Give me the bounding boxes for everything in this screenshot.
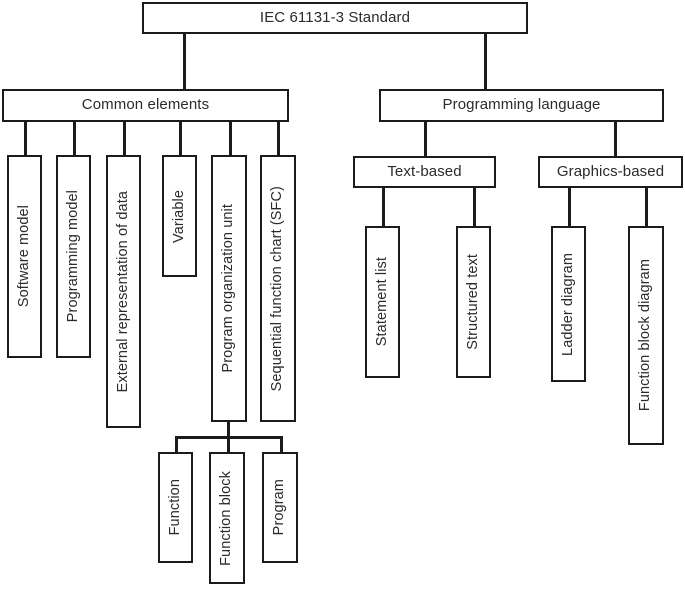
- connector-graphics-based-to-function-block-diagram: [645, 187, 648, 227]
- node-programming-language[interactable]: Programming language: [379, 89, 664, 122]
- connector-common-to-program-organization-unit: [229, 121, 232, 156]
- connector-pou-to-function-block: [227, 436, 230, 453]
- node-iec-standard[interactable]: IEC 61131-3 Standard: [142, 2, 528, 34]
- connector-graphics-based-to-ladder-diagram: [568, 187, 571, 227]
- connector-common-to-programming-model: [73, 121, 76, 156]
- node-label: Programming model: [64, 190, 81, 323]
- node-label: Programming language: [442, 96, 601, 114]
- node-sequential-function-chart[interactable]: Sequential function chart (SFC): [260, 155, 296, 422]
- connector-pou-to-function: [175, 436, 178, 453]
- connector-language-to-text-based: [424, 121, 427, 157]
- node-label: External representation of data: [114, 190, 131, 393]
- node-label: Statement list: [373, 257, 390, 347]
- node-label: Program: [271, 479, 288, 536]
- node-label: Program organization unit: [220, 204, 237, 373]
- node-label: Text-based: [387, 162, 462, 180]
- node-text-based[interactable]: Text-based: [353, 156, 496, 188]
- node-label: Sequential function chart (SFC): [269, 185, 286, 392]
- node-program-organization-unit[interactable]: Program organization unit: [211, 155, 247, 422]
- node-external-representation-of-data[interactable]: External representation of data: [106, 155, 141, 428]
- connector-root-to-programming-language: [484, 32, 487, 90]
- node-label: Variable: [170, 189, 187, 243]
- node-label: Function block: [218, 470, 235, 566]
- node-function-block[interactable]: Function block: [209, 452, 245, 584]
- node-label: Function: [166, 479, 183, 536]
- connector-pou-to-program: [280, 436, 283, 453]
- connector-text-based-to-statement-list: [382, 187, 385, 227]
- node-graphics-based[interactable]: Graphics-based: [538, 156, 683, 188]
- node-ladder-diagram[interactable]: Ladder diagram: [551, 226, 586, 382]
- connector-common-to-software-model: [24, 121, 27, 156]
- node-label: Software model: [15, 205, 32, 308]
- node-common-elements[interactable]: Common elements: [2, 89, 289, 122]
- node-function-block-diagram[interactable]: Function block diagram: [628, 226, 664, 445]
- node-label: Structured text: [464, 254, 481, 350]
- node-variable[interactable]: Variable: [162, 155, 197, 277]
- node-label: Ladder diagram: [559, 252, 576, 356]
- connector-text-based-to-structured-text: [473, 187, 476, 227]
- node-programming-model[interactable]: Programming model: [56, 155, 91, 358]
- node-label: IEC 61131-3 Standard: [259, 8, 411, 26]
- node-label: Function block diagram: [637, 259, 654, 412]
- connector-common-to-sfc: [277, 121, 280, 156]
- node-label: Graphics-based: [556, 162, 665, 180]
- node-function[interactable]: Function: [158, 452, 193, 563]
- connector-pou-stem: [227, 421, 230, 438]
- connector-language-to-graphics-based: [614, 121, 617, 157]
- node-label: Common elements: [81, 96, 210, 114]
- connector-root-to-common-elements: [183, 32, 186, 90]
- node-program[interactable]: Program: [262, 452, 298, 563]
- connector-common-to-variable: [179, 121, 182, 156]
- node-software-model[interactable]: Software model: [7, 155, 42, 358]
- node-statement-list[interactable]: Statement list: [365, 226, 400, 378]
- connector-common-to-external-representation: [123, 121, 126, 156]
- node-structured-text[interactable]: Structured text: [456, 226, 491, 378]
